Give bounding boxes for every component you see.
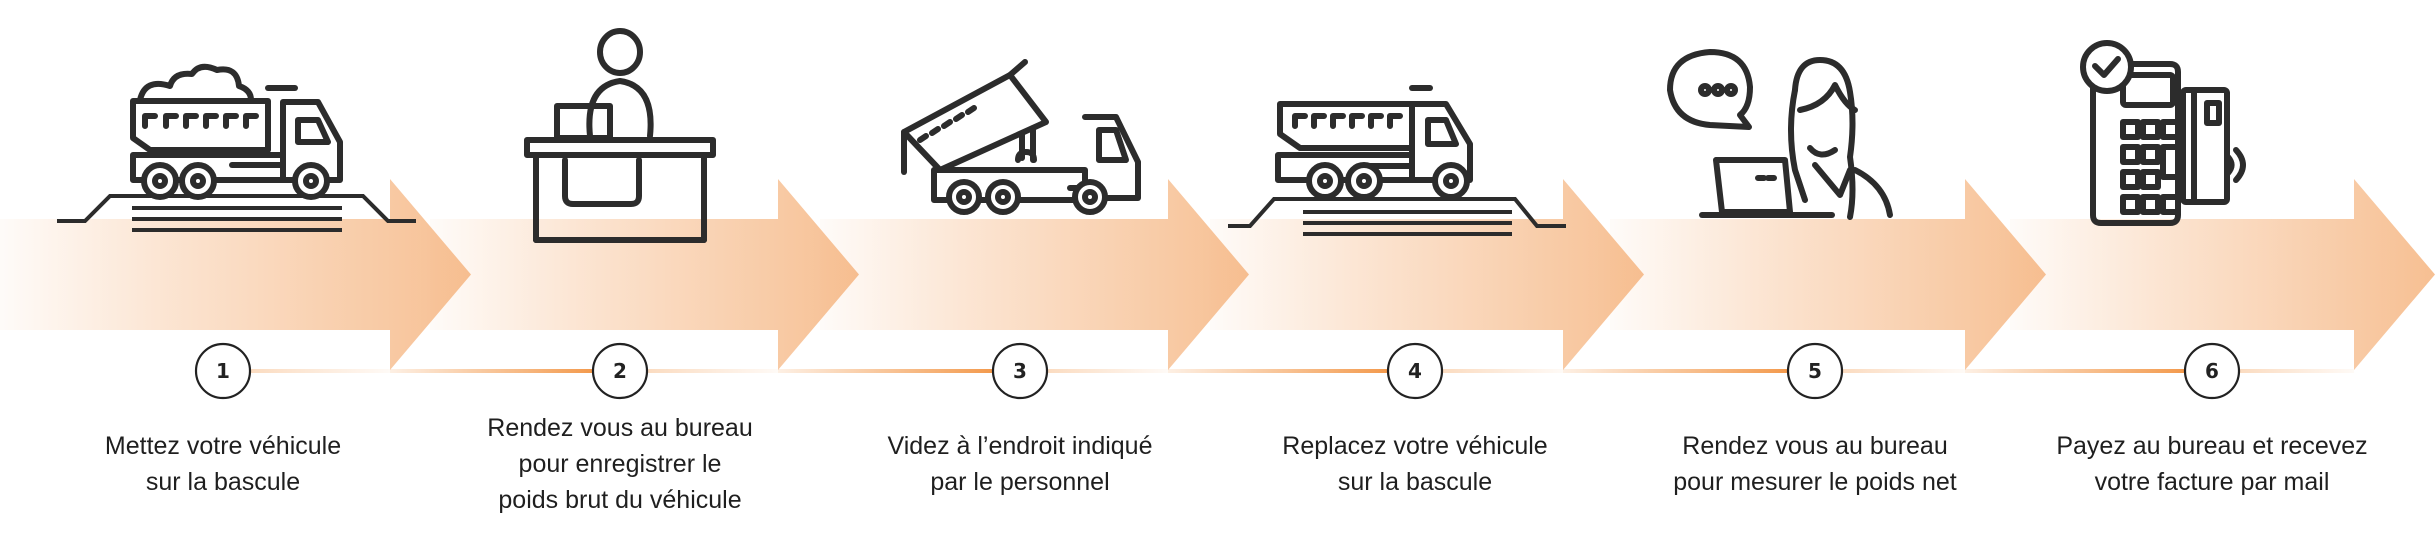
step-arrow — [1610, 179, 2046, 370]
connector-line-trail — [1443, 369, 1563, 373]
step-caption: Mettez votre véhicule sur la bascule — [104, 432, 342, 496]
payment-terminal-card-icon — [2080, 40, 2246, 226]
connector-line-trail — [1843, 369, 1965, 373]
office-desk-person-icon — [524, 28, 716, 243]
step-circle — [194, 342, 252, 400]
step-caption: Replacez votre véhicule sur la bascule — [1282, 432, 1548, 496]
step-caption: Rendez vous au bureau pour mesurer le po… — [1673, 432, 1957, 496]
step-marker: 2 — [591, 342, 649, 400]
connector-lines-layer — [251, 369, 2354, 373]
connector-line — [390, 369, 592, 373]
connector-line — [1563, 369, 1787, 373]
arrows-layer — [0, 179, 2435, 370]
step-number: 3 — [1013, 359, 1027, 383]
connector-line-trail — [1048, 369, 1168, 373]
step-arrow — [430, 179, 859, 370]
step-marker: 6 — [2183, 342, 2241, 400]
step-marker: 3 — [991, 342, 1049, 400]
step-arrow — [2010, 179, 2435, 370]
step-circle — [2183, 342, 2241, 400]
step-marker: 1 — [194, 342, 252, 400]
step-number: 2 — [613, 359, 627, 383]
connector-line-trail — [2240, 369, 2354, 373]
step-marker: 5 — [1786, 342, 1844, 400]
step-marker: 4 — [1386, 342, 1444, 400]
step-number: 5 — [1808, 359, 1822, 383]
truck-on-scale-icon — [57, 63, 416, 232]
step-arrow — [0, 179, 471, 370]
step-arrow — [820, 179, 1249, 370]
connector-line — [778, 369, 992, 373]
step-circle — [1386, 342, 1444, 400]
step-number: 1 — [216, 359, 230, 383]
truck-on-scale-icon — [1228, 85, 1566, 236]
connector-line-trail — [648, 369, 778, 373]
step-circle — [1786, 342, 1844, 400]
connector-line-trail — [251, 369, 390, 373]
step-caption: Videz à l’endroit indiqué par le personn… — [887, 432, 1153, 496]
connector-line — [1965, 369, 2184, 373]
step-circle — [991, 342, 1049, 400]
step-caption: Payez au bureau et recevez votre facture… — [2056, 432, 2368, 496]
step-markers-layer: 1 2 3 4 5 6 — [194, 342, 2241, 400]
connector-line — [1168, 369, 1387, 373]
step-arrow — [1210, 179, 1644, 370]
step-number: 6 — [2205, 359, 2219, 383]
step-caption: Rendez vous au bureau pour enregistrer l… — [487, 414, 753, 514]
step-circle — [591, 342, 649, 400]
dump-truck-unloading-icon — [901, 59, 1141, 215]
person-laptop-chat-icon — [1667, 49, 1893, 220]
step-number: 4 — [1408, 359, 1422, 383]
